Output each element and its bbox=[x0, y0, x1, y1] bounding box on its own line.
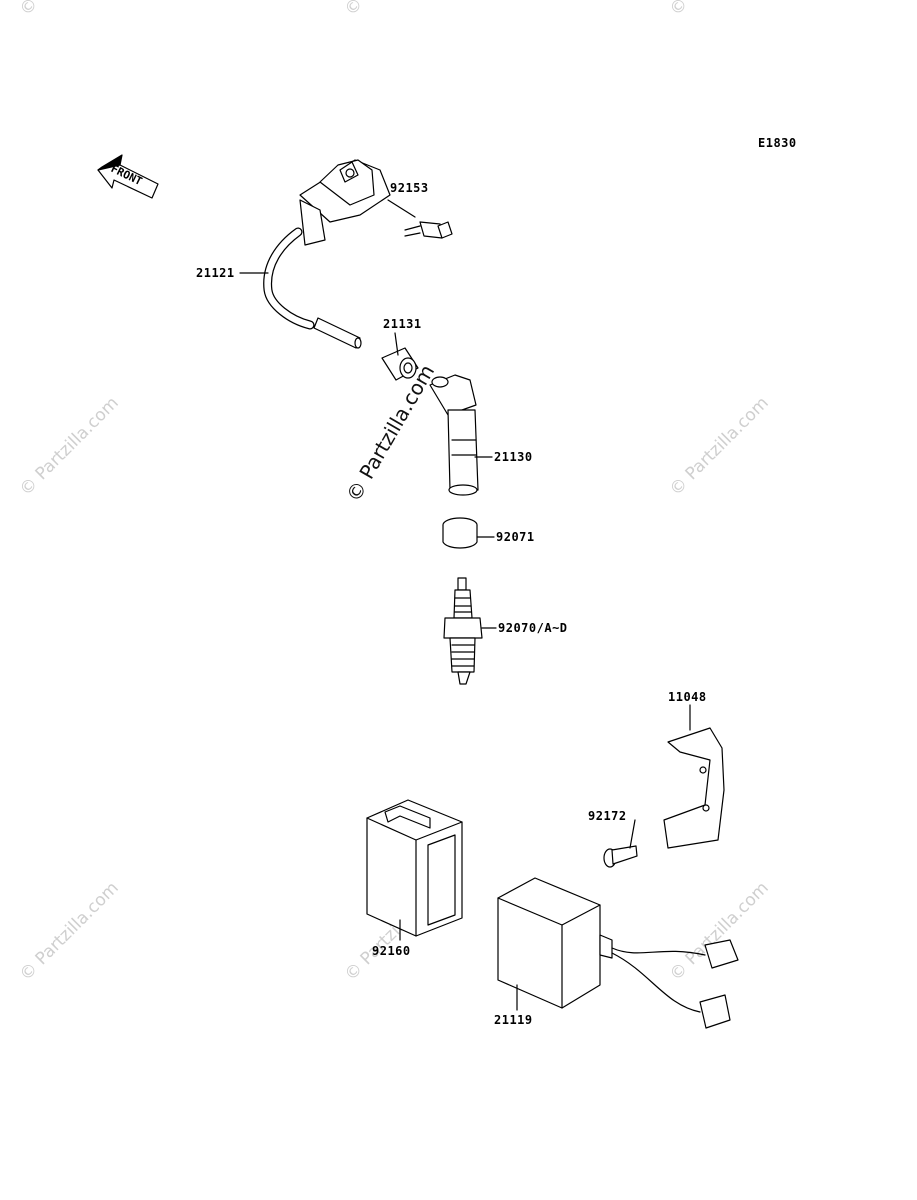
part-label-21131[interactable]: 21131 bbox=[383, 317, 422, 331]
spark-plug-92070 bbox=[443, 577, 483, 685]
bolt-92153 bbox=[404, 221, 453, 239]
part-label-92153[interactable]: 92153 bbox=[390, 181, 429, 195]
bracket-11048 bbox=[663, 727, 725, 849]
cover-92160 bbox=[366, 799, 463, 937]
screw-92172 bbox=[603, 845, 638, 868]
seal-92071 bbox=[442, 517, 478, 549]
part-label-92172[interactable]: 92172 bbox=[588, 809, 627, 823]
igniter-21119 bbox=[497, 877, 739, 1029]
part-label-11048[interactable]: 11048 bbox=[668, 690, 707, 704]
part-label-92071[interactable]: 92071 bbox=[496, 530, 535, 544]
part-label-21121[interactable]: 21121 bbox=[196, 266, 235, 280]
front-arrow-icon: FRONT bbox=[97, 154, 159, 199]
diagram-code: E1830 bbox=[758, 136, 797, 150]
part-label-21130[interactable]: 21130 bbox=[494, 450, 533, 464]
part-label-92160[interactable]: 92160 bbox=[372, 944, 411, 958]
plug-cap-21130 bbox=[429, 374, 479, 496]
ignition-coil bbox=[263, 159, 391, 349]
part-label-92070[interactable]: 92070/A~D bbox=[498, 621, 568, 635]
leader-lines bbox=[239, 199, 691, 1011]
part-label-21119[interactable]: 21119 bbox=[494, 1013, 533, 1027]
cap-21131 bbox=[381, 347, 419, 381]
